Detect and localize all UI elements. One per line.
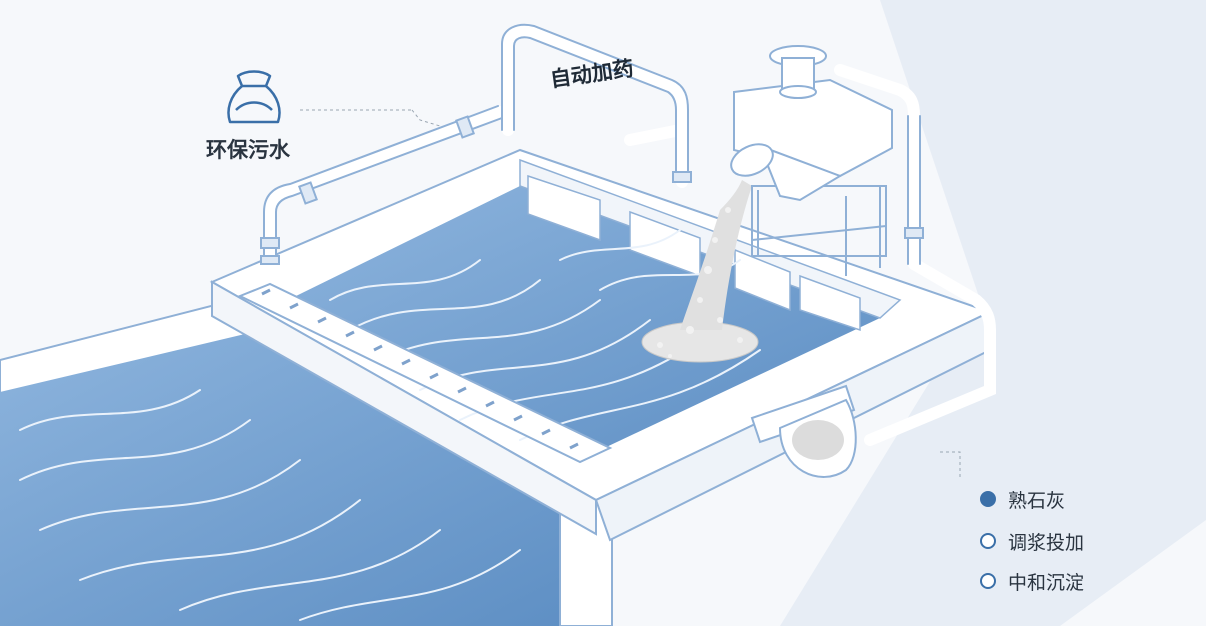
- legend-label: 中和沉淀: [1008, 568, 1084, 595]
- eco-wastewater-label: 环保污水: [206, 134, 290, 164]
- legend-label: 调浆投加: [1008, 528, 1084, 555]
- legend-dot-open-icon: [980, 533, 996, 549]
- legend-dot-open-icon: [980, 573, 996, 589]
- legend-item-neutralization: 中和沉淀: [980, 568, 1084, 594]
- legend-label: 熟石灰: [1008, 486, 1065, 513]
- legend-dot-filled-icon: [980, 491, 996, 507]
- legend-item-slurry-dosing: 调浆投加: [980, 528, 1084, 554]
- legend-item-hydrated-lime: 熟石灰: [980, 486, 1065, 512]
- sack-icon: [229, 72, 280, 123]
